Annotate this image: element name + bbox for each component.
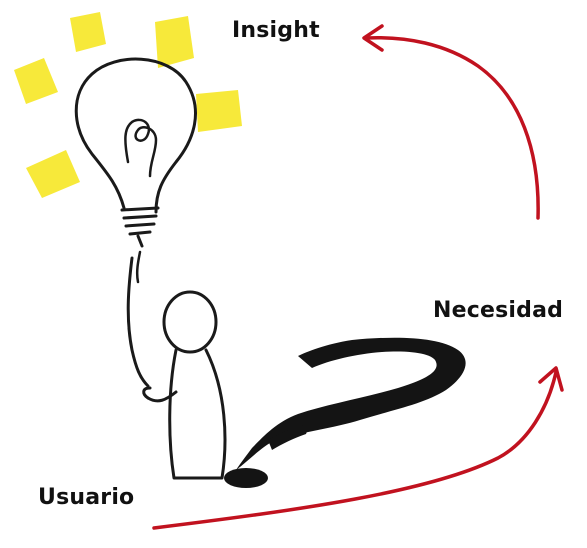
bulb-string — [126, 256, 150, 388]
person-arm — [146, 390, 178, 403]
person-body — [168, 348, 227, 480]
person-head — [162, 290, 218, 354]
sticky-note-ray — [196, 90, 242, 132]
bulb-rays — [14, 12, 242, 198]
arrowhead — [538, 366, 564, 392]
arrowhead — [362, 24, 384, 52]
person-shadow — [224, 468, 268, 488]
label-usuario: Usuario — [38, 485, 135, 510]
question-mark-path — [236, 337, 466, 470]
person-figure — [142, 290, 227, 480]
light-bulb-icon — [74, 57, 197, 284]
sticky-note-ray — [155, 16, 194, 68]
sticky-note-ray — [14, 58, 58, 104]
arrow-usuario-necesidad — [152, 366, 564, 530]
person-hand — [142, 386, 152, 400]
label-insight: Insight — [232, 18, 320, 43]
label-necesidad: Necesidad — [433, 298, 564, 323]
sticky-note-ray — [26, 150, 80, 198]
arrow-necesidad-insight — [362, 24, 540, 220]
sticky-note-ray — [70, 12, 106, 52]
